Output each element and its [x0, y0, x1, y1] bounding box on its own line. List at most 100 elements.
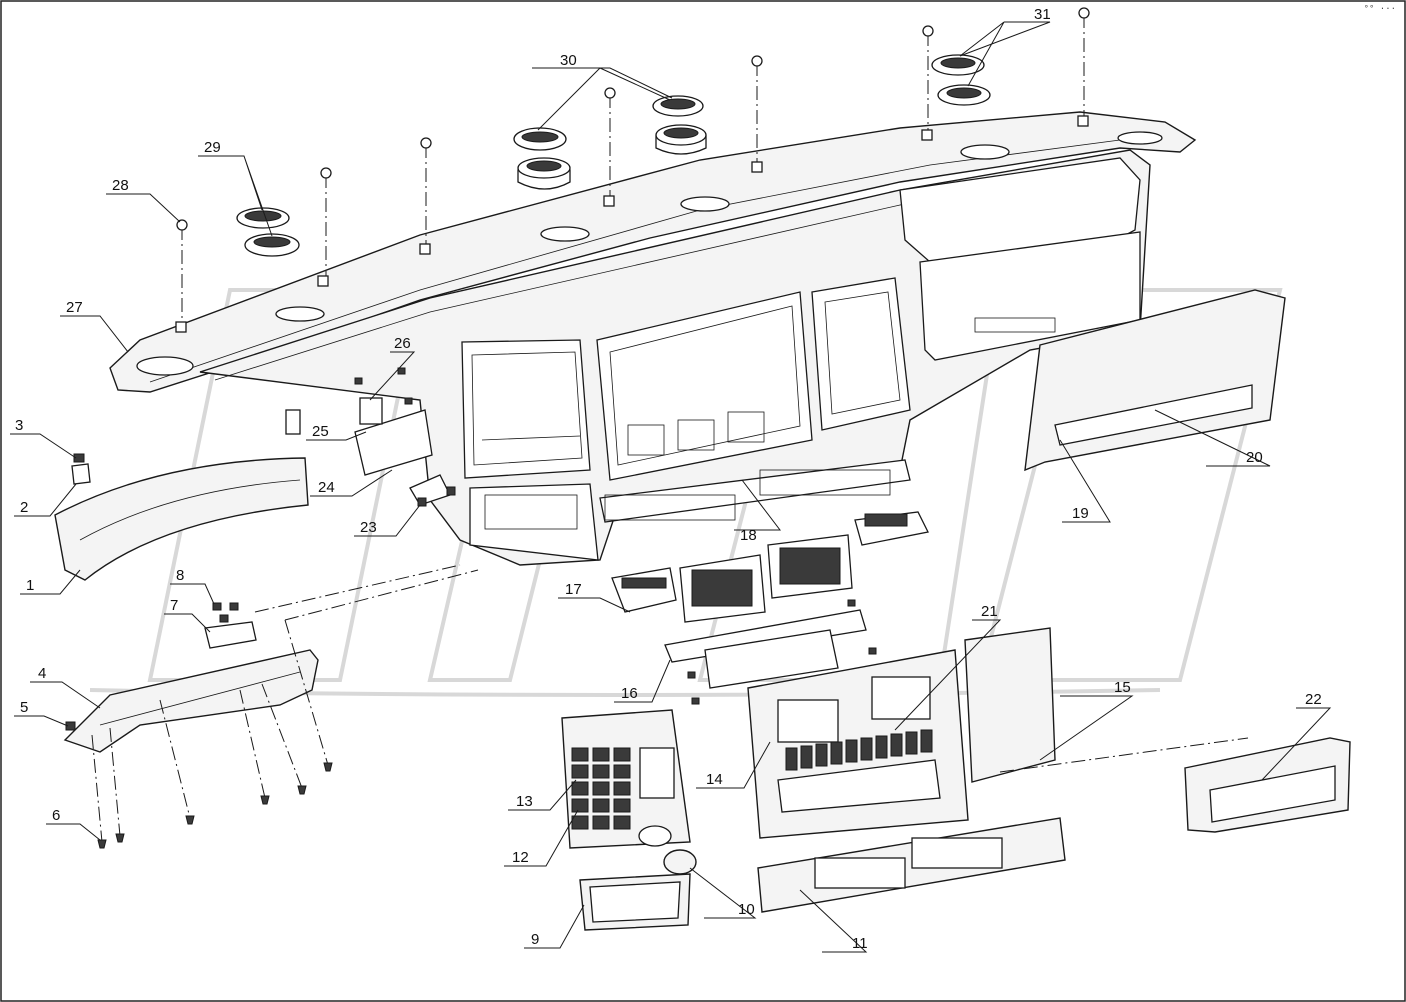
callout-label-10: 10	[738, 901, 755, 918]
callout-label-23: 23	[360, 519, 377, 536]
callout-label-19: 19	[1072, 505, 1089, 522]
callout-label-24: 24	[318, 479, 335, 496]
radio-button	[830, 741, 843, 765]
switch-button	[592, 781, 610, 796]
knee-panel	[63, 564, 479, 849]
radio-button	[875, 735, 888, 759]
center-panel	[747, 627, 1351, 913]
callout-label-21: 21	[981, 603, 998, 620]
callout-label-13: 13	[516, 793, 533, 810]
leader-line-25	[306, 431, 367, 441]
callout-label-4: 4	[38, 665, 46, 682]
left-bracket-parts	[285, 367, 456, 507]
switch-button	[613, 764, 631, 779]
radio-button	[800, 745, 813, 769]
radio-button	[890, 733, 903, 757]
switch-button	[592, 747, 610, 762]
callout-label-3: 3	[15, 417, 23, 434]
leader-line-3	[10, 433, 77, 459]
leader-line-12	[504, 809, 579, 867]
callout-label-2: 2	[20, 499, 28, 516]
leader-line-26	[369, 351, 416, 401]
leader-line-23	[354, 504, 421, 537]
switch-button	[592, 815, 610, 830]
callout-label-27: 27	[66, 299, 83, 316]
callout-label-14: 14	[706, 771, 723, 788]
dashboard-body	[199, 149, 1151, 566]
callout-layer: 1234567891011121314151617181920212223242…	[10, 6, 1332, 953]
radio-button	[815, 743, 828, 767]
leader-line-4	[30, 681, 101, 709]
corner-mark: °° ···	[1363, 4, 1396, 14]
switch-button	[571, 815, 589, 830]
callout-label-17: 17	[565, 581, 582, 598]
leader-line-2	[14, 483, 77, 517]
leader-line-29	[198, 155, 273, 237]
leader-line-28	[106, 193, 181, 223]
radio-buttons	[785, 729, 933, 771]
switch-button	[613, 798, 631, 813]
leader-line-5	[14, 715, 69, 727]
glovebox-lid	[1024, 289, 1286, 472]
callout-label-28: 28	[112, 177, 129, 194]
radio-button	[905, 731, 918, 755]
leader-line-18	[734, 479, 782, 531]
leader-line-22	[1261, 707, 1332, 781]
leader-line-11	[799, 889, 868, 953]
callout-label-8: 8	[176, 567, 184, 584]
callout-label-18: 18	[740, 527, 757, 544]
switch-button	[571, 781, 589, 796]
radio-button	[845, 739, 858, 763]
leader-line-8	[170, 583, 215, 605]
callout-label-25: 25	[312, 423, 329, 440]
leader-line-10	[689, 867, 757, 919]
switch-button	[571, 798, 589, 813]
callout-label-6: 6	[52, 807, 60, 824]
leader-line-13	[508, 779, 577, 811]
leader-line-14	[696, 741, 771, 789]
centre-vents	[611, 511, 929, 705]
leader-line-1	[20, 569, 81, 595]
leader-line-6	[46, 823, 101, 841]
switch-button	[613, 815, 631, 830]
callout-label-1: 1	[26, 577, 34, 594]
leader-line-20	[1154, 409, 1271, 467]
callout-label-22: 22	[1305, 691, 1322, 708]
left-side-cover	[54, 453, 309, 581]
radio-button	[920, 729, 933, 753]
callout-label-9: 9	[531, 931, 539, 948]
top-screws	[176, 7, 1090, 322]
callout-label-29: 29	[204, 139, 221, 156]
leader-line-7	[164, 613, 211, 633]
callout-label-31: 31	[1034, 6, 1051, 23]
leader-line-9	[524, 904, 585, 949]
callout-label-12: 12	[512, 849, 529, 866]
leader-line-30	[532, 67, 673, 131]
leader-line-16	[614, 659, 671, 703]
radio-button	[860, 737, 873, 761]
top-dash-pad	[109, 111, 1197, 393]
leader-line-31	[959, 21, 1051, 87]
switch-button	[592, 764, 610, 779]
round-vents	[236, 54, 991, 257]
callout-label-7: 7	[170, 597, 178, 614]
leader-line-27	[60, 315, 129, 353]
leader-line-19	[1059, 439, 1111, 523]
callout-label-20: 20	[1246, 449, 1263, 466]
leader-line-24	[310, 469, 393, 497]
leader-line-21	[894, 619, 1002, 731]
callout-label-30: 30	[560, 52, 577, 69]
radio-button	[785, 747, 798, 771]
callout-label-16: 16	[621, 685, 638, 702]
switch-button	[613, 781, 631, 796]
callout-label-15: 15	[1114, 679, 1131, 696]
switch-panel	[561, 709, 697, 931]
switch-button	[592, 798, 610, 813]
callout-label-26: 26	[394, 335, 411, 352]
switch-button	[571, 764, 589, 779]
callout-label-11: 11	[852, 935, 868, 952]
switch-button	[613, 747, 631, 762]
leader-line-17	[558, 597, 631, 613]
